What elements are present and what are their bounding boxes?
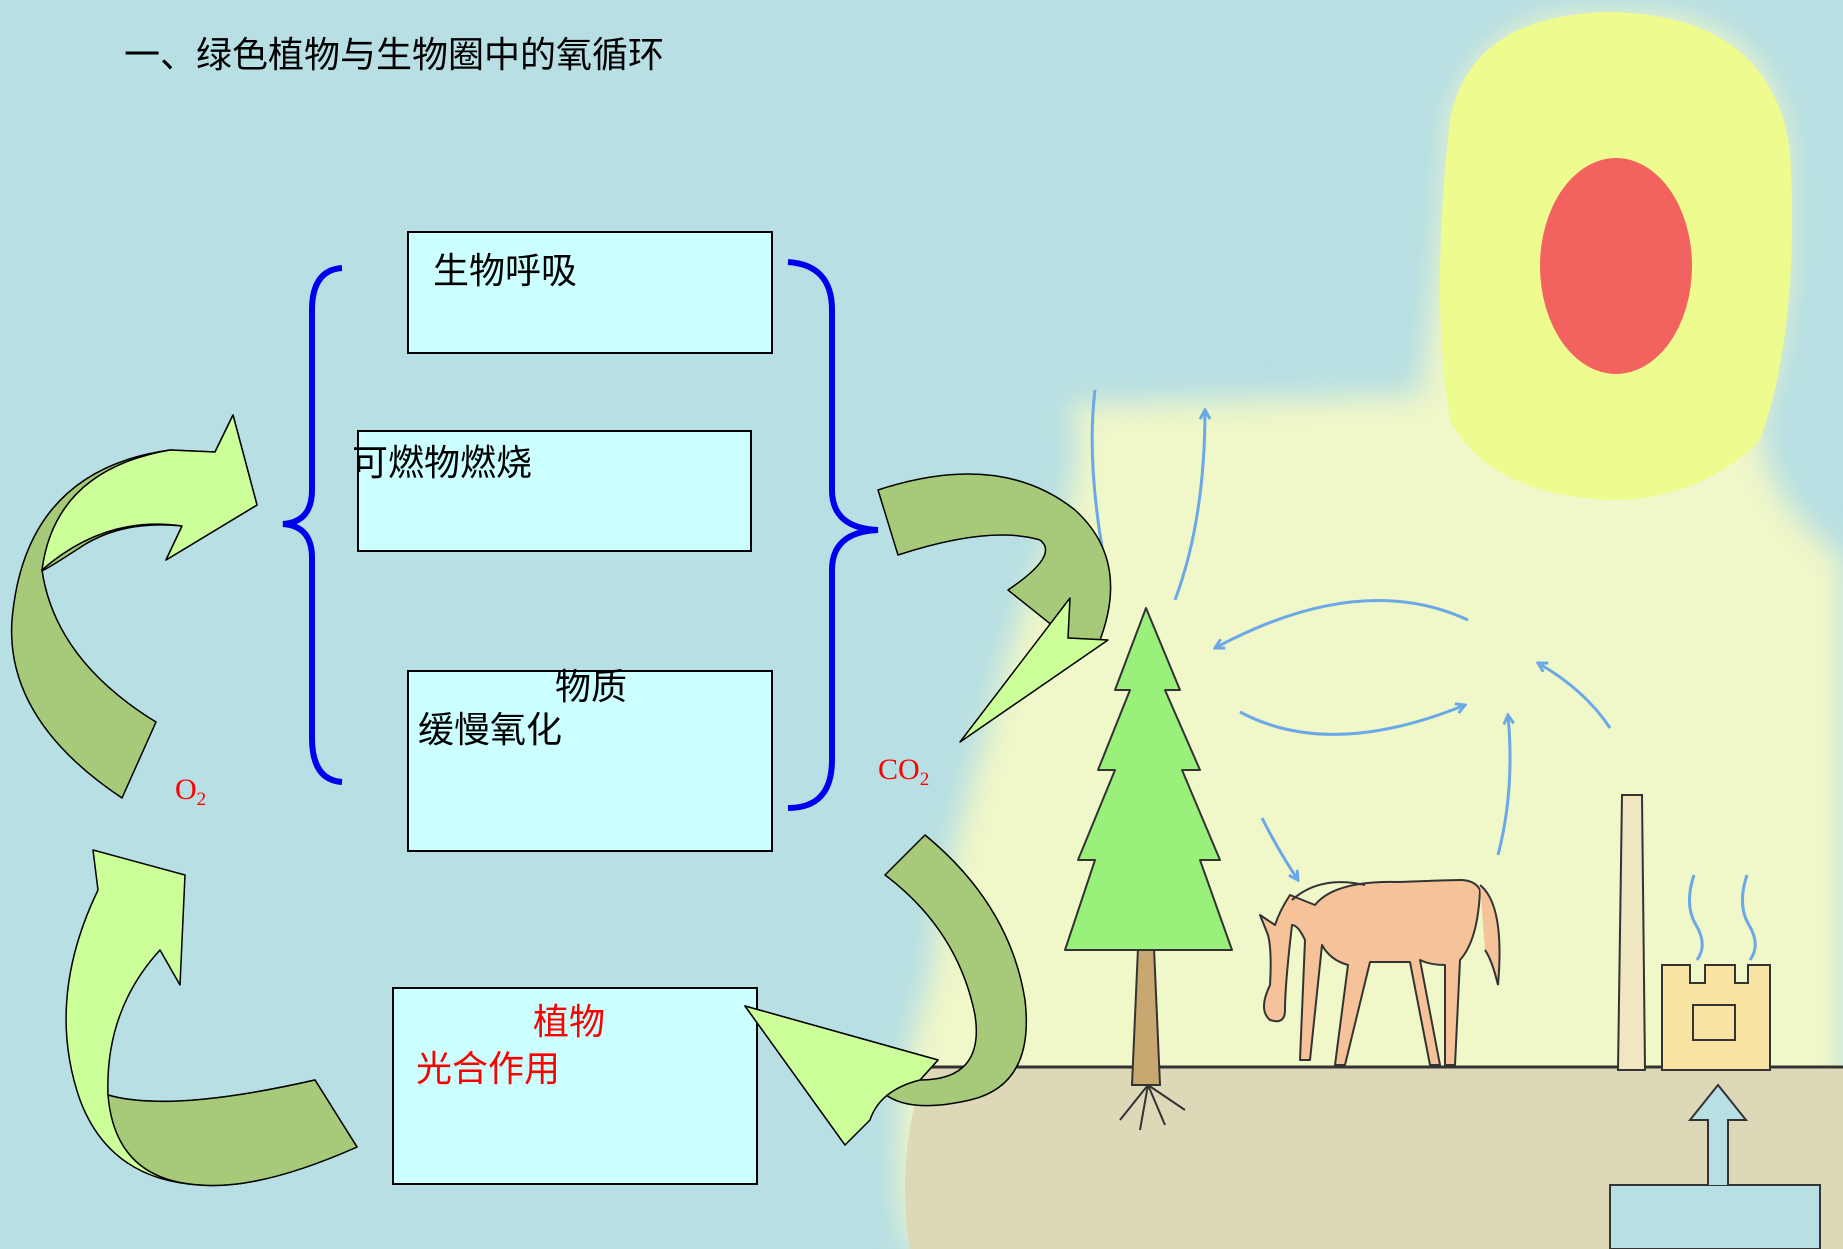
co2-subscript: 2 — [919, 769, 930, 790]
curved-arrow-icon — [10, 414, 1112, 1187]
sun-icon — [1440, 12, 1792, 500]
o2-subscript: 2 — [196, 789, 207, 810]
left-brace — [282, 265, 343, 785]
factory-icon — [1616, 794, 1771, 1071]
respiration-box — [407, 231, 773, 354]
respiration-label: 生物呼吸 — [433, 251, 578, 292]
page-title: 一、绿色植物与生物圈中的氧循环 — [124, 35, 665, 76]
combustion-box — [357, 430, 752, 552]
photosynthesis-box — [392, 987, 758, 1185]
braces — [282, 259, 879, 811]
horse-icon — [1259, 879, 1501, 1066]
combustion-label: 可燃物燃烧 — [352, 443, 533, 484]
process-boxes — [357, 231, 773, 1185]
slow-oxidation-box — [407, 670, 773, 852]
slow-oxidation-top-label: 物质 — [555, 667, 628, 708]
co2-main: CO — [878, 753, 920, 786]
photosynthesis-label: 光合作用 — [416, 1049, 561, 1090]
tree-icon — [1064, 607, 1233, 1131]
right-brace — [787, 259, 879, 811]
o2-main: O — [175, 773, 197, 806]
co2-label: CO2 — [878, 753, 930, 790]
arrow-co2-top — [877, 473, 1112, 641]
ground — [905, 1065, 1843, 1249]
o2-label: O2 — [175, 773, 207, 810]
photosynthesis-top-label: 植物 — [533, 1002, 606, 1043]
slow-oxidation-label: 缓慢氧化 — [418, 710, 563, 751]
